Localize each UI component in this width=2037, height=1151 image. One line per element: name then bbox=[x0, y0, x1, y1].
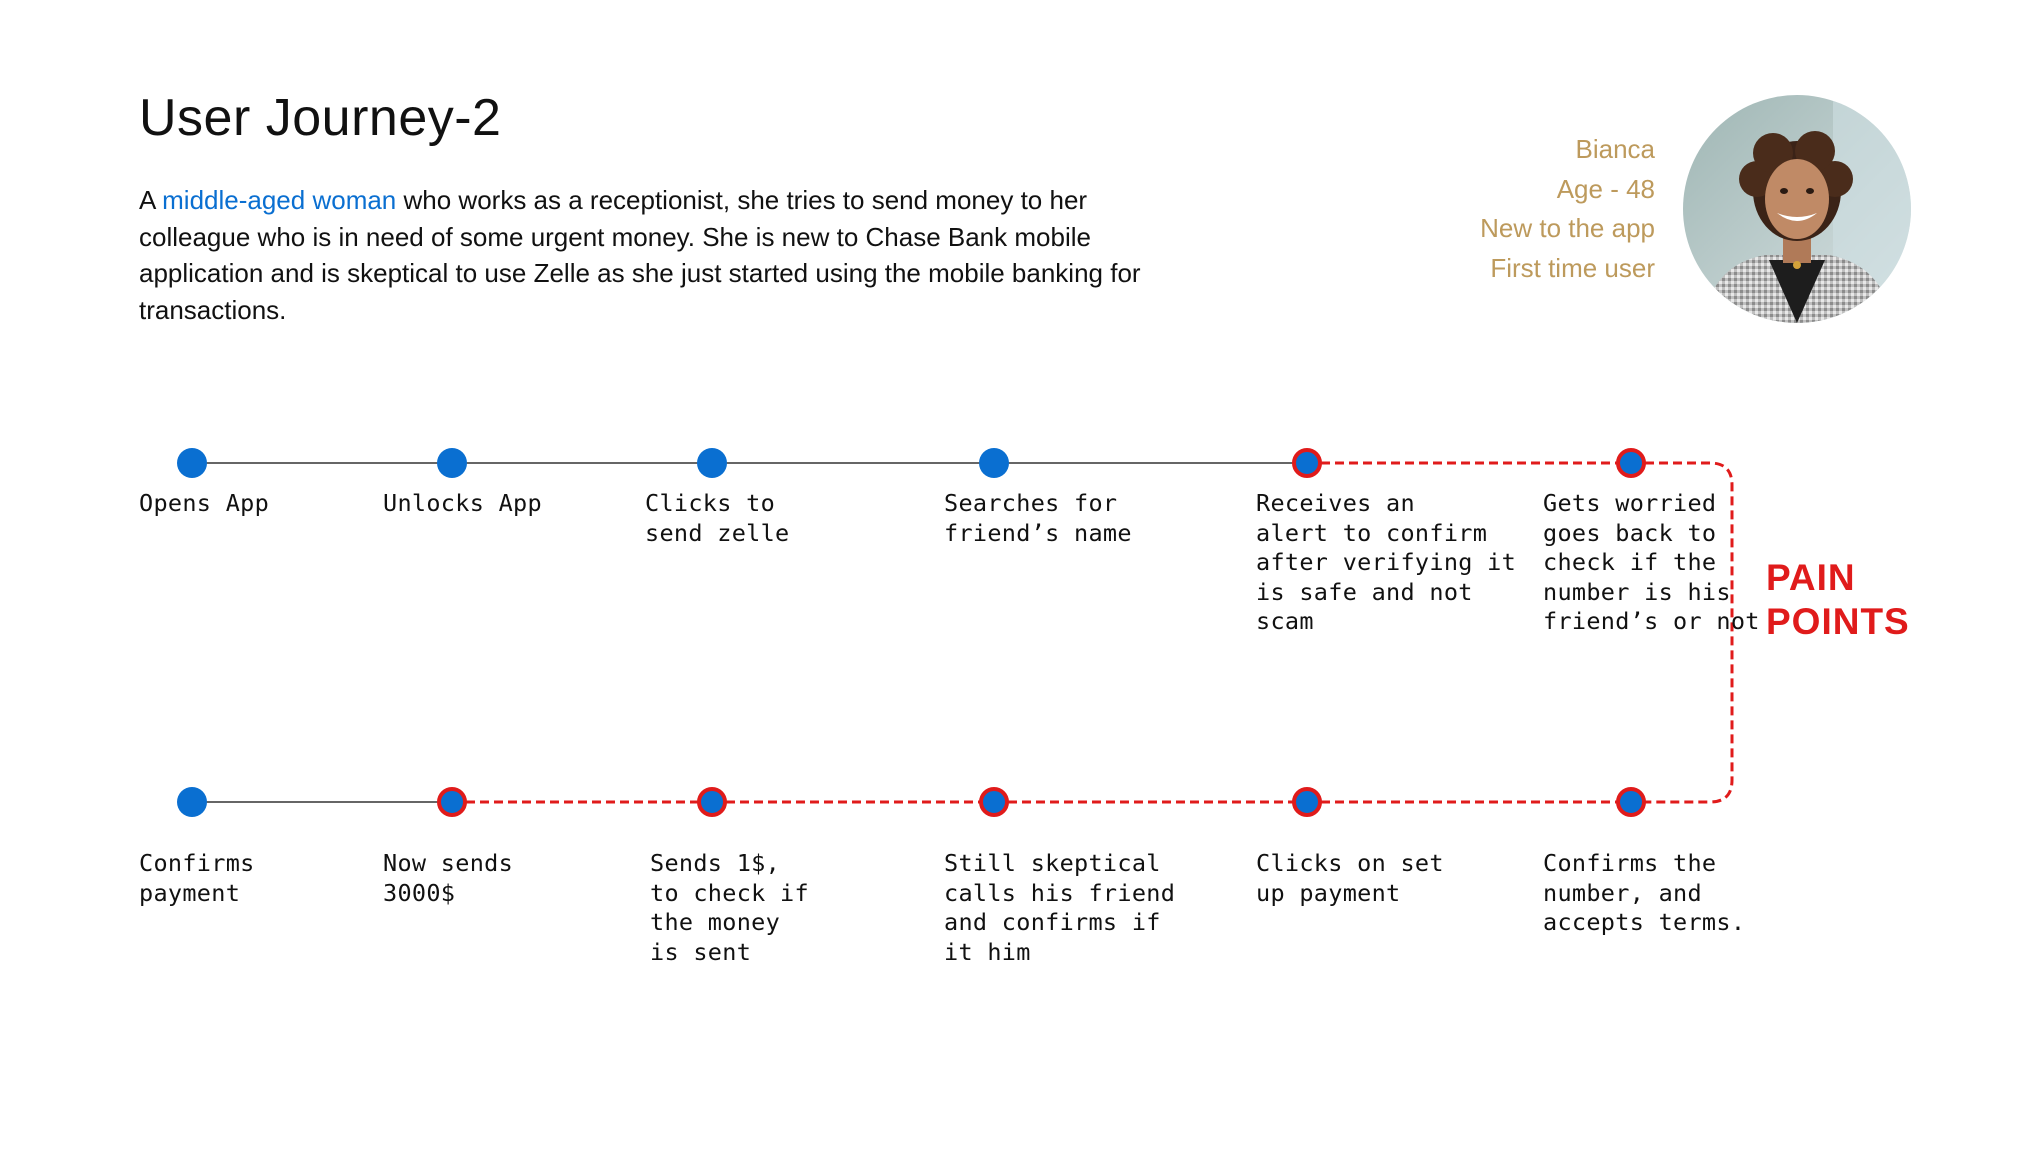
persona-status: New to the app bbox=[1480, 213, 1655, 243]
persona-user-type: First time user bbox=[1490, 252, 1655, 283]
pain-return-path bbox=[1631, 461, 1734, 804]
step-label-line: Confirms the bbox=[1543, 849, 1717, 877]
bottom-row-pain-node bbox=[437, 787, 467, 817]
step-label-line: Clicks on set bbox=[1256, 849, 1444, 877]
step-label-line: goes back to bbox=[1543, 518, 1717, 547]
persona-details: Bianca Age - 48 New to the app First tim… bbox=[1480, 130, 1655, 288]
step-label-line: Confirms bbox=[139, 849, 255, 877]
step-label-line: Clicks to bbox=[645, 489, 776, 517]
step-label-line: 3000$ bbox=[383, 878, 456, 907]
step-label-line: and confirms if bbox=[944, 908, 1161, 936]
top-row-pain-node bbox=[1292, 448, 1322, 478]
step-label-line: accepts terms. bbox=[1543, 908, 1746, 936]
bottom-row-pain-node bbox=[1292, 787, 1322, 817]
step-label-line: Receives an bbox=[1256, 489, 1415, 517]
pain-points-label: PAIN POINTS bbox=[1766, 556, 1910, 644]
top-row-node bbox=[437, 448, 467, 478]
step-label-line: payment bbox=[139, 878, 241, 907]
persona-avatar-icon bbox=[1683, 95, 1911, 323]
top-row-node bbox=[177, 448, 207, 478]
persona-age: Age - 48 bbox=[1556, 173, 1655, 204]
bottom-row-pain-node bbox=[1616, 787, 1646, 817]
persona-description: A middle-aged woman who works as a recep… bbox=[139, 182, 1179, 328]
step-label-line: number, and bbox=[1543, 878, 1702, 907]
top-row-node bbox=[697, 448, 727, 478]
page-title: User Journey-2 bbox=[139, 89, 502, 147]
step-label-line: the money bbox=[650, 908, 781, 936]
step-label-line: friend’s name bbox=[944, 518, 1132, 547]
description-body: who works as a receptionist, she tries t… bbox=[139, 185, 1141, 325]
step-label-line: Opens App bbox=[139, 489, 270, 517]
step-label-line: Gets worried bbox=[1543, 489, 1717, 517]
step-label-line: up payment bbox=[1256, 878, 1401, 907]
step-label-line: Unlocks App bbox=[383, 489, 542, 517]
step-label-line: Searches for bbox=[944, 489, 1118, 517]
step-label-line: calls his friend bbox=[944, 878, 1176, 907]
step-label-line: scam bbox=[1256, 607, 1314, 635]
step-label: Opens App bbox=[139, 489, 269, 519]
step-label: Unlocks App bbox=[383, 489, 542, 519]
bottom-row-pain-node bbox=[979, 787, 1009, 817]
step-label-line: check if the bbox=[1543, 548, 1717, 576]
step-label-line: send zelle bbox=[645, 518, 790, 547]
pain-points-line-2: POINTS bbox=[1766, 601, 1910, 642]
persona-name: Bianca bbox=[1575, 134, 1656, 164]
pain-points-line-1: PAIN bbox=[1766, 557, 1856, 598]
step-label-line: number is his bbox=[1543, 577, 1731, 606]
step-label-line: is sent bbox=[650, 937, 752, 966]
step-label-line: Now sends bbox=[383, 849, 514, 877]
description-prefix: A bbox=[139, 185, 163, 215]
step-label-line: friend’s or not bbox=[1543, 607, 1760, 635]
step-label-line: to check if bbox=[650, 878, 809, 907]
step-label-line: alert to confirm bbox=[1256, 518, 1488, 547]
bottom-row-pain-node bbox=[697, 787, 727, 817]
top-row-node bbox=[979, 448, 1009, 478]
top-row-pain-node bbox=[1616, 448, 1646, 478]
step-label-line: is safe and not bbox=[1256, 577, 1473, 606]
step-label-line: it him bbox=[944, 937, 1031, 966]
step-label-line: Sends 1$, bbox=[650, 849, 781, 877]
description-highlight: middle-aged woman bbox=[162, 185, 397, 215]
step-label-line: Still skeptical bbox=[944, 849, 1161, 877]
step-label-line: after verifying it bbox=[1256, 548, 1517, 576]
bottom-row-node bbox=[177, 787, 207, 817]
